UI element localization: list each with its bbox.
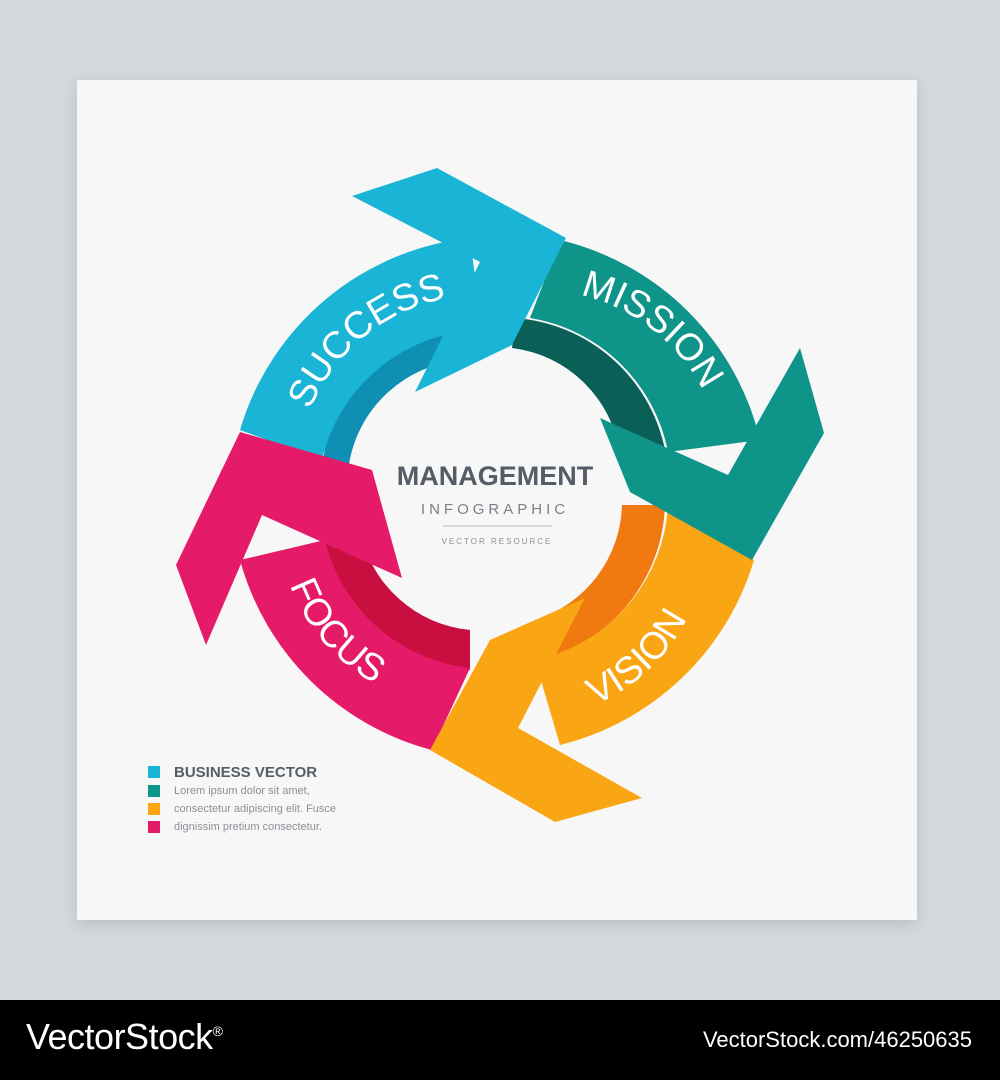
focus-arc xyxy=(240,540,470,750)
legend-row: Lorem ipsum dolor sit amet, xyxy=(148,782,336,800)
focus-arrowhead xyxy=(176,432,402,645)
vision-arrowhead xyxy=(430,598,642,822)
brand-logo[interactable]: VectorStock® xyxy=(26,1016,223,1058)
legend-swatch-1 xyxy=(148,766,160,778)
focus-inner-ring xyxy=(322,530,470,670)
mission-arc xyxy=(530,240,760,452)
legend-title-row: BUSINESS VECTOR xyxy=(148,762,336,782)
mission-arrowhead xyxy=(600,348,824,560)
legend-title: BUSINESS VECTOR xyxy=(174,763,318,781)
center-subtitle: INFOGRAPHIC xyxy=(421,501,569,518)
legend-swatch-2 xyxy=(148,785,160,797)
brand-name: VectorStock xyxy=(26,1016,213,1057)
center-title: MANAGEMENT xyxy=(397,461,594,491)
legend-line: dignissim pretium consectetur. xyxy=(174,821,322,833)
legend-swatch-4 xyxy=(148,821,160,833)
legend-line: consectetur adipiscing elit. Fusce xyxy=(174,803,337,815)
vision-arc xyxy=(535,505,754,745)
cycle-diagram: SUCCESS MISSION VISION FOCUS MANAGEMENT … xyxy=(176,168,824,822)
center-tagline: VECTOR RESOURCE xyxy=(442,537,553,546)
legend-swatch-3 xyxy=(148,803,160,815)
brand-mark: ® xyxy=(212,1023,223,1039)
legend-row: dignissim pretium consectetur. xyxy=(148,818,336,836)
mission-inner-ring xyxy=(512,318,665,455)
legend-row: consectetur adipiscing elit. Fusce xyxy=(148,800,336,818)
image-reference: VectorStock.com/46250635 xyxy=(702,1027,972,1052)
success-arc xyxy=(240,238,482,460)
legend-line: Lorem ipsum dolor sit amet, xyxy=(174,785,310,797)
success-arrowhead xyxy=(352,168,566,392)
footer-bar: VectorStock® VectorStock.com/46250635 xyxy=(0,1000,1000,1080)
legend: BUSINESS VECTOR Lorem ipsum dolor sit am… xyxy=(148,762,336,836)
